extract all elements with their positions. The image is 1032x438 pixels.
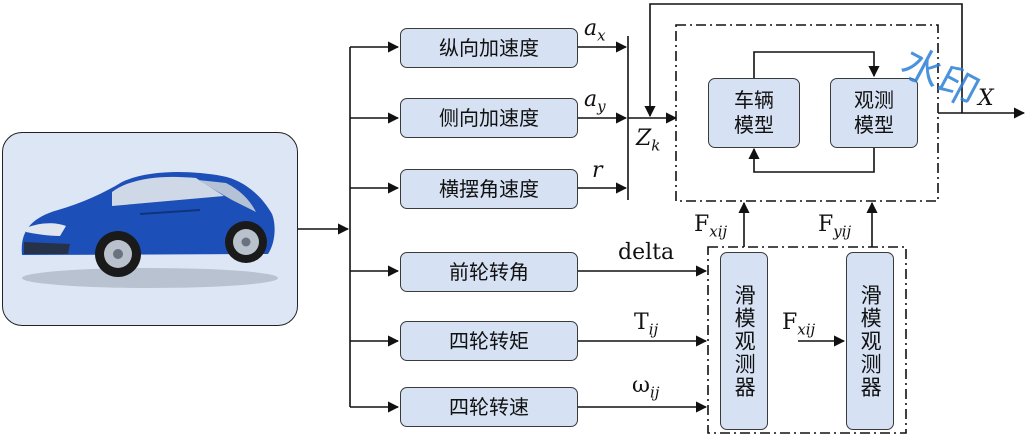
fyij-up-label: Fyij [818,212,852,241]
fxij-mid-label: Fxij [782,310,816,339]
feedback-loop [644,3,963,118]
vehicle-model-box: 车辆 模型 [708,78,800,148]
car-illustration [21,172,278,288]
delta-label: delta [618,240,675,265]
ax-label: ax [584,16,606,45]
x-output-label: X [978,86,994,111]
fxij-up-label: Fxij [694,212,728,241]
observer-block-border [707,246,907,434]
wheel-torque-box: 四轮转矩 [400,321,578,361]
sliding-mode-observer-1: 滑模观测器 [720,252,768,430]
r-label: r [592,158,603,183]
front-wheel-angle-box: 前轮转角 [400,252,578,292]
wheel-speed-box: 四轮转速 [400,387,578,427]
zk-label: Zk [636,126,661,155]
sliding-mode-observer-2: 滑模观测器 [846,252,894,430]
ay-label: ay [584,87,606,116]
model-loop-bottom [748,147,875,173]
wij-label: ωij [632,373,660,402]
longitudinal-accel-box: 纵向加速度 [400,28,578,68]
lateral-accel-box: 侧向加速度 [400,98,578,138]
model-loop-top [753,51,880,78]
yaw-rate-box: 横摆角速度 [400,169,578,209]
observation-model-box: 观测 模型 [830,78,918,148]
tij-label: Tij [634,310,659,339]
